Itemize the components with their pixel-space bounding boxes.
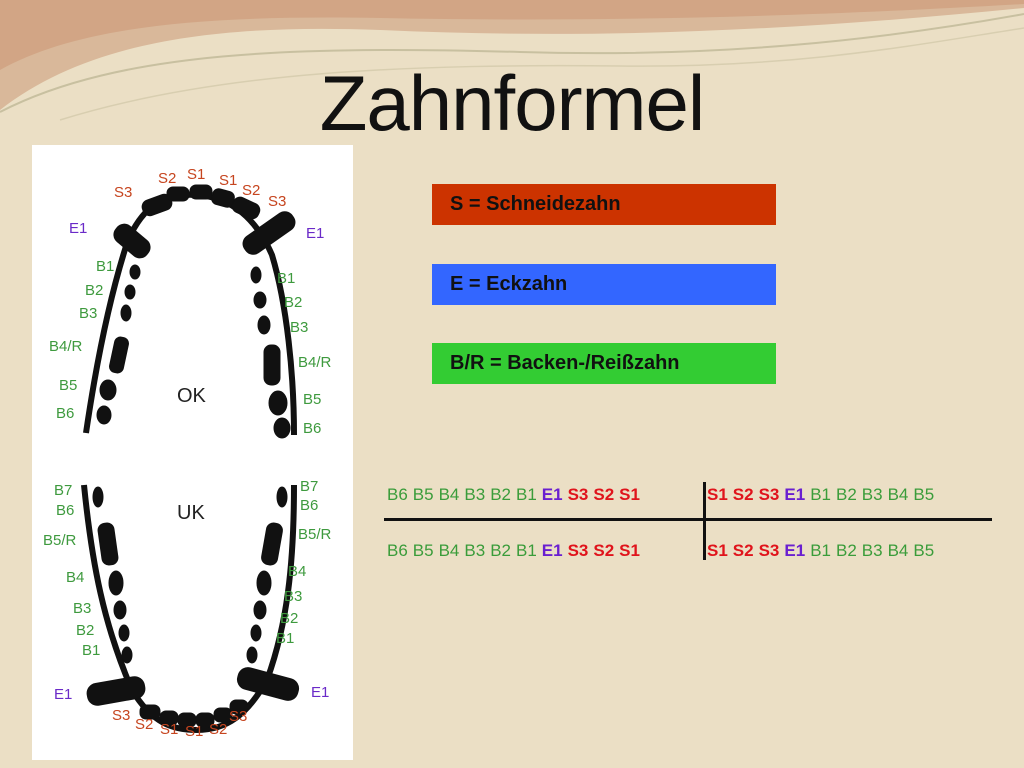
tooth-label: S3 — [268, 193, 287, 210]
legend-incisor: S = Schneidezahn — [432, 184, 776, 225]
tooth-label: S2 — [158, 170, 177, 187]
formula-tooth: B4 — [438, 541, 460, 560]
tooth-label: B6 — [303, 420, 322, 437]
formula-tooth: B6 — [387, 541, 408, 560]
formula-tooth: B3 — [464, 485, 486, 504]
tooth-label: B4 — [66, 569, 85, 586]
tooth-label: S1 — [160, 721, 179, 738]
formula-tooth: B3 — [861, 541, 883, 560]
tooth-label: B3 — [79, 305, 98, 322]
formula-tooth: S3 — [758, 485, 780, 504]
formula-tooth: S2 — [593, 485, 615, 504]
tooth-label: B4/R — [298, 354, 332, 371]
upper-jaw-label: OK — [177, 385, 206, 407]
tooth-label: B3 — [290, 319, 309, 336]
tooth-label: S3 — [112, 707, 131, 724]
tooth-label: B1 — [277, 270, 296, 287]
formula-tooth: B5 — [412, 541, 434, 560]
formula-tooth: B5 — [913, 485, 935, 504]
formula-tooth: E1 — [784, 485, 806, 504]
tooth-label: B6 — [56, 502, 75, 519]
tooth-label: S3 — [229, 708, 248, 725]
tooth-label: B6 — [56, 405, 75, 422]
tooth-label: E1 — [54, 686, 73, 703]
formula-tooth: B4 — [887, 541, 909, 560]
tooth-label: B4 — [288, 563, 307, 580]
tooth-label: S2 — [209, 721, 228, 738]
tooth-label: B2 — [85, 282, 104, 299]
formula-tooth: B2 — [835, 541, 857, 560]
formula-tooth: B2 — [490, 485, 511, 504]
jaw-drawing — [81, 184, 300, 734]
formula-tooth: S3 — [567, 485, 589, 504]
formula-horizontal-divider — [384, 518, 992, 521]
formula-tooth: S3 — [758, 541, 780, 560]
formula-tooth: S3 — [567, 541, 589, 560]
formula-tooth: S1 — [619, 541, 640, 560]
tooth-label: B7 — [300, 478, 319, 495]
tooth-label: B5/R — [298, 526, 332, 543]
jaw-diagram: S3 S2 S1 S1 S2 S3 E1 E1 B1 B2 B3 B4/R B5… — [32, 145, 353, 760]
page-title: Zahnformel — [319, 59, 706, 147]
formula-tooth: B4 — [887, 485, 909, 504]
formula-tooth: E1 — [541, 485, 563, 504]
formula-tooth: B1 — [810, 485, 831, 504]
tooth-label: B1 — [82, 642, 101, 659]
tooth-label: B2 — [280, 610, 299, 627]
header-swoosh — [0, 0, 1024, 121]
tooth-label: S1 — [185, 723, 204, 740]
formula-tooth: S2 — [732, 485, 754, 504]
tooth-label: S2 — [135, 716, 154, 733]
tooth-label: B4/R — [49, 338, 83, 355]
tooth-label: B5/R — [43, 532, 77, 549]
tooth-label: S2 — [242, 182, 261, 199]
tooth-label: E1 — [311, 684, 330, 701]
tooth-label: B2 — [284, 294, 303, 311]
tooth-label: B2 — [76, 622, 95, 639]
lower-jaw-label: UK — [177, 502, 205, 524]
tooth-label: B5 — [303, 391, 322, 408]
tooth-label: S1 — [187, 166, 206, 183]
formula-tooth: B5 — [913, 541, 935, 560]
formula-tooth: E1 — [541, 541, 563, 560]
formula-tooth: B2 — [835, 485, 857, 504]
formula-tooth: S1 — [707, 485, 728, 504]
tooth-label: S1 — [219, 172, 238, 189]
tooth-label: B1 — [96, 258, 115, 275]
formula-tooth: B3 — [464, 541, 486, 560]
formula-tooth: S2 — [732, 541, 754, 560]
formula-tooth: B4 — [438, 485, 460, 504]
tooth-label: B5 — [59, 377, 78, 394]
formula-tooth: E1 — [784, 541, 806, 560]
formula-tooth: S1 — [707, 541, 728, 560]
formula-tooth: B1 — [810, 541, 831, 560]
formula-tooth: B2 — [490, 541, 511, 560]
tooth-label: B6 — [300, 497, 319, 514]
formula-tooth: B5 — [412, 485, 434, 504]
tooth-label: B7 — [54, 482, 73, 499]
formula-tooth: B3 — [861, 485, 883, 504]
formula-vertical-divider — [703, 482, 706, 560]
formula-tooth: B6 — [387, 485, 408, 504]
legend-canine: E = Eckzahn — [432, 264, 776, 305]
tooth-label: B3 — [284, 588, 303, 605]
tooth-label: S3 — [114, 184, 133, 201]
formula-tooth: S1 — [619, 485, 640, 504]
formula-tooth: S2 — [593, 541, 615, 560]
tooth-label: E1 — [69, 220, 88, 237]
tooth-label: B3 — [73, 600, 92, 617]
legend-molar: B/R = Backen-/Reißzahn — [432, 343, 776, 384]
formula-tooth: B1 — [515, 485, 537, 504]
tooth-label: E1 — [306, 225, 325, 242]
formula-tooth: B1 — [515, 541, 537, 560]
tooth-label: B1 — [276, 630, 295, 647]
